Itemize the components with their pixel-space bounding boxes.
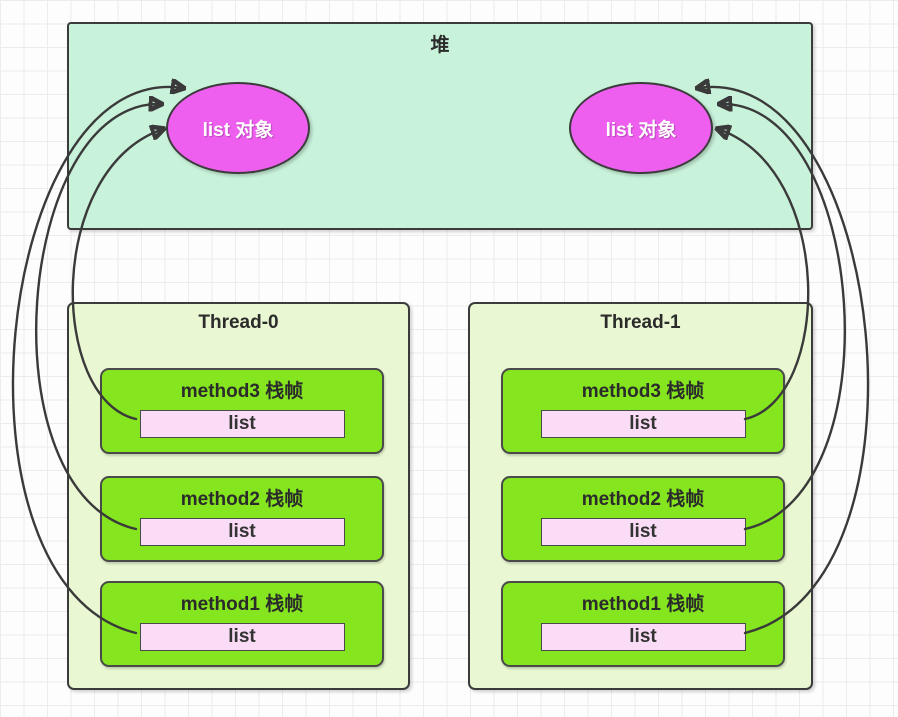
- thread-1-title: Thread-1: [600, 312, 681, 333]
- heap-object-right-label: list 对象: [605, 119, 677, 141]
- thread-0-frame-method2: method2 栈帧 list: [100, 476, 384, 562]
- frame-label: method2 栈帧: [180, 489, 304, 510]
- variable-box: list: [540, 410, 746, 438]
- frame-label: method3 栈帧: [581, 381, 705, 402]
- thread-1-box: Thread-1 method3 栈帧 list method2 栈帧 list…: [468, 302, 813, 690]
- variable-box: list: [540, 518, 746, 546]
- variable-box: list: [139, 410, 345, 438]
- thread-1-frame-method3: method3 栈帧 list: [501, 368, 785, 454]
- variable-label: list: [629, 626, 657, 647]
- frame-label: method1 栈帧: [180, 594, 304, 615]
- variable-box: list: [139, 623, 345, 651]
- frame-label: method3 栈帧: [180, 381, 304, 402]
- heap-object-left: list 对象: [166, 82, 310, 174]
- variable-label: list: [228, 521, 256, 542]
- heap-object-left-label: list 对象: [202, 119, 274, 141]
- thread-1-frame-method2: method2 栈帧 list: [501, 476, 785, 562]
- variable-label: list: [629, 521, 657, 542]
- variable-box: list: [540, 623, 746, 651]
- variable-box: list: [139, 518, 345, 546]
- thread-0-frame-method3: method3 栈帧 list: [100, 368, 384, 454]
- variable-label: list: [228, 626, 256, 647]
- variable-label: list: [629, 413, 657, 434]
- heap-object-right: list 对象: [569, 82, 713, 174]
- heap-label: 堆: [430, 35, 450, 56]
- frame-label: method1 栈帧: [581, 594, 705, 615]
- thread-0-title: Thread-0: [198, 312, 279, 333]
- thread-0-frame-method1: method1 栈帧 list: [100, 581, 384, 667]
- thread-1-frame-method1: method1 栈帧 list: [501, 581, 785, 667]
- thread-0-box: Thread-0 method3 栈帧 list method2 栈帧 list…: [67, 302, 410, 690]
- variable-label: list: [228, 413, 256, 434]
- frame-label: method2 栈帧: [581, 489, 705, 510]
